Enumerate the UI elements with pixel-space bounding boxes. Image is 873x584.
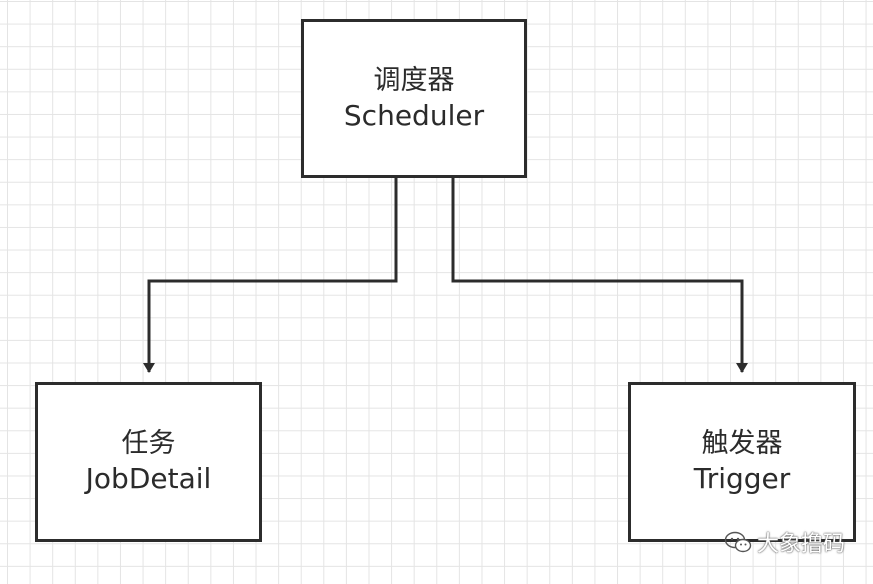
jobdetail-label-en: JobDetail bbox=[85, 462, 212, 495]
scheduler-node[interactable]: 调度器 Scheduler bbox=[301, 19, 527, 178]
scheduler-label-zh: 调度器 bbox=[373, 64, 455, 96]
edge-scheduler-to-trigger bbox=[451, 178, 748, 373]
trigger-label-zh: 触发器 bbox=[701, 428, 783, 459]
jobdetail-node[interactable]: 任务 JobDetail bbox=[35, 382, 262, 542]
edge-scheduler-to-jobdetail bbox=[143, 178, 398, 373]
scheduler-label-en: Scheduler bbox=[343, 98, 485, 132]
trigger-node[interactable]: 触发器 Trigger bbox=[628, 382, 856, 542]
trigger-label-en: Trigger bbox=[693, 462, 791, 495]
watermark: 大象撸码 bbox=[724, 526, 845, 558]
wechat-icon bbox=[724, 531, 752, 553]
watermark-text: 大象撸码 bbox=[756, 532, 845, 557]
jobdetail-label-zh: 任务 bbox=[121, 428, 176, 459]
